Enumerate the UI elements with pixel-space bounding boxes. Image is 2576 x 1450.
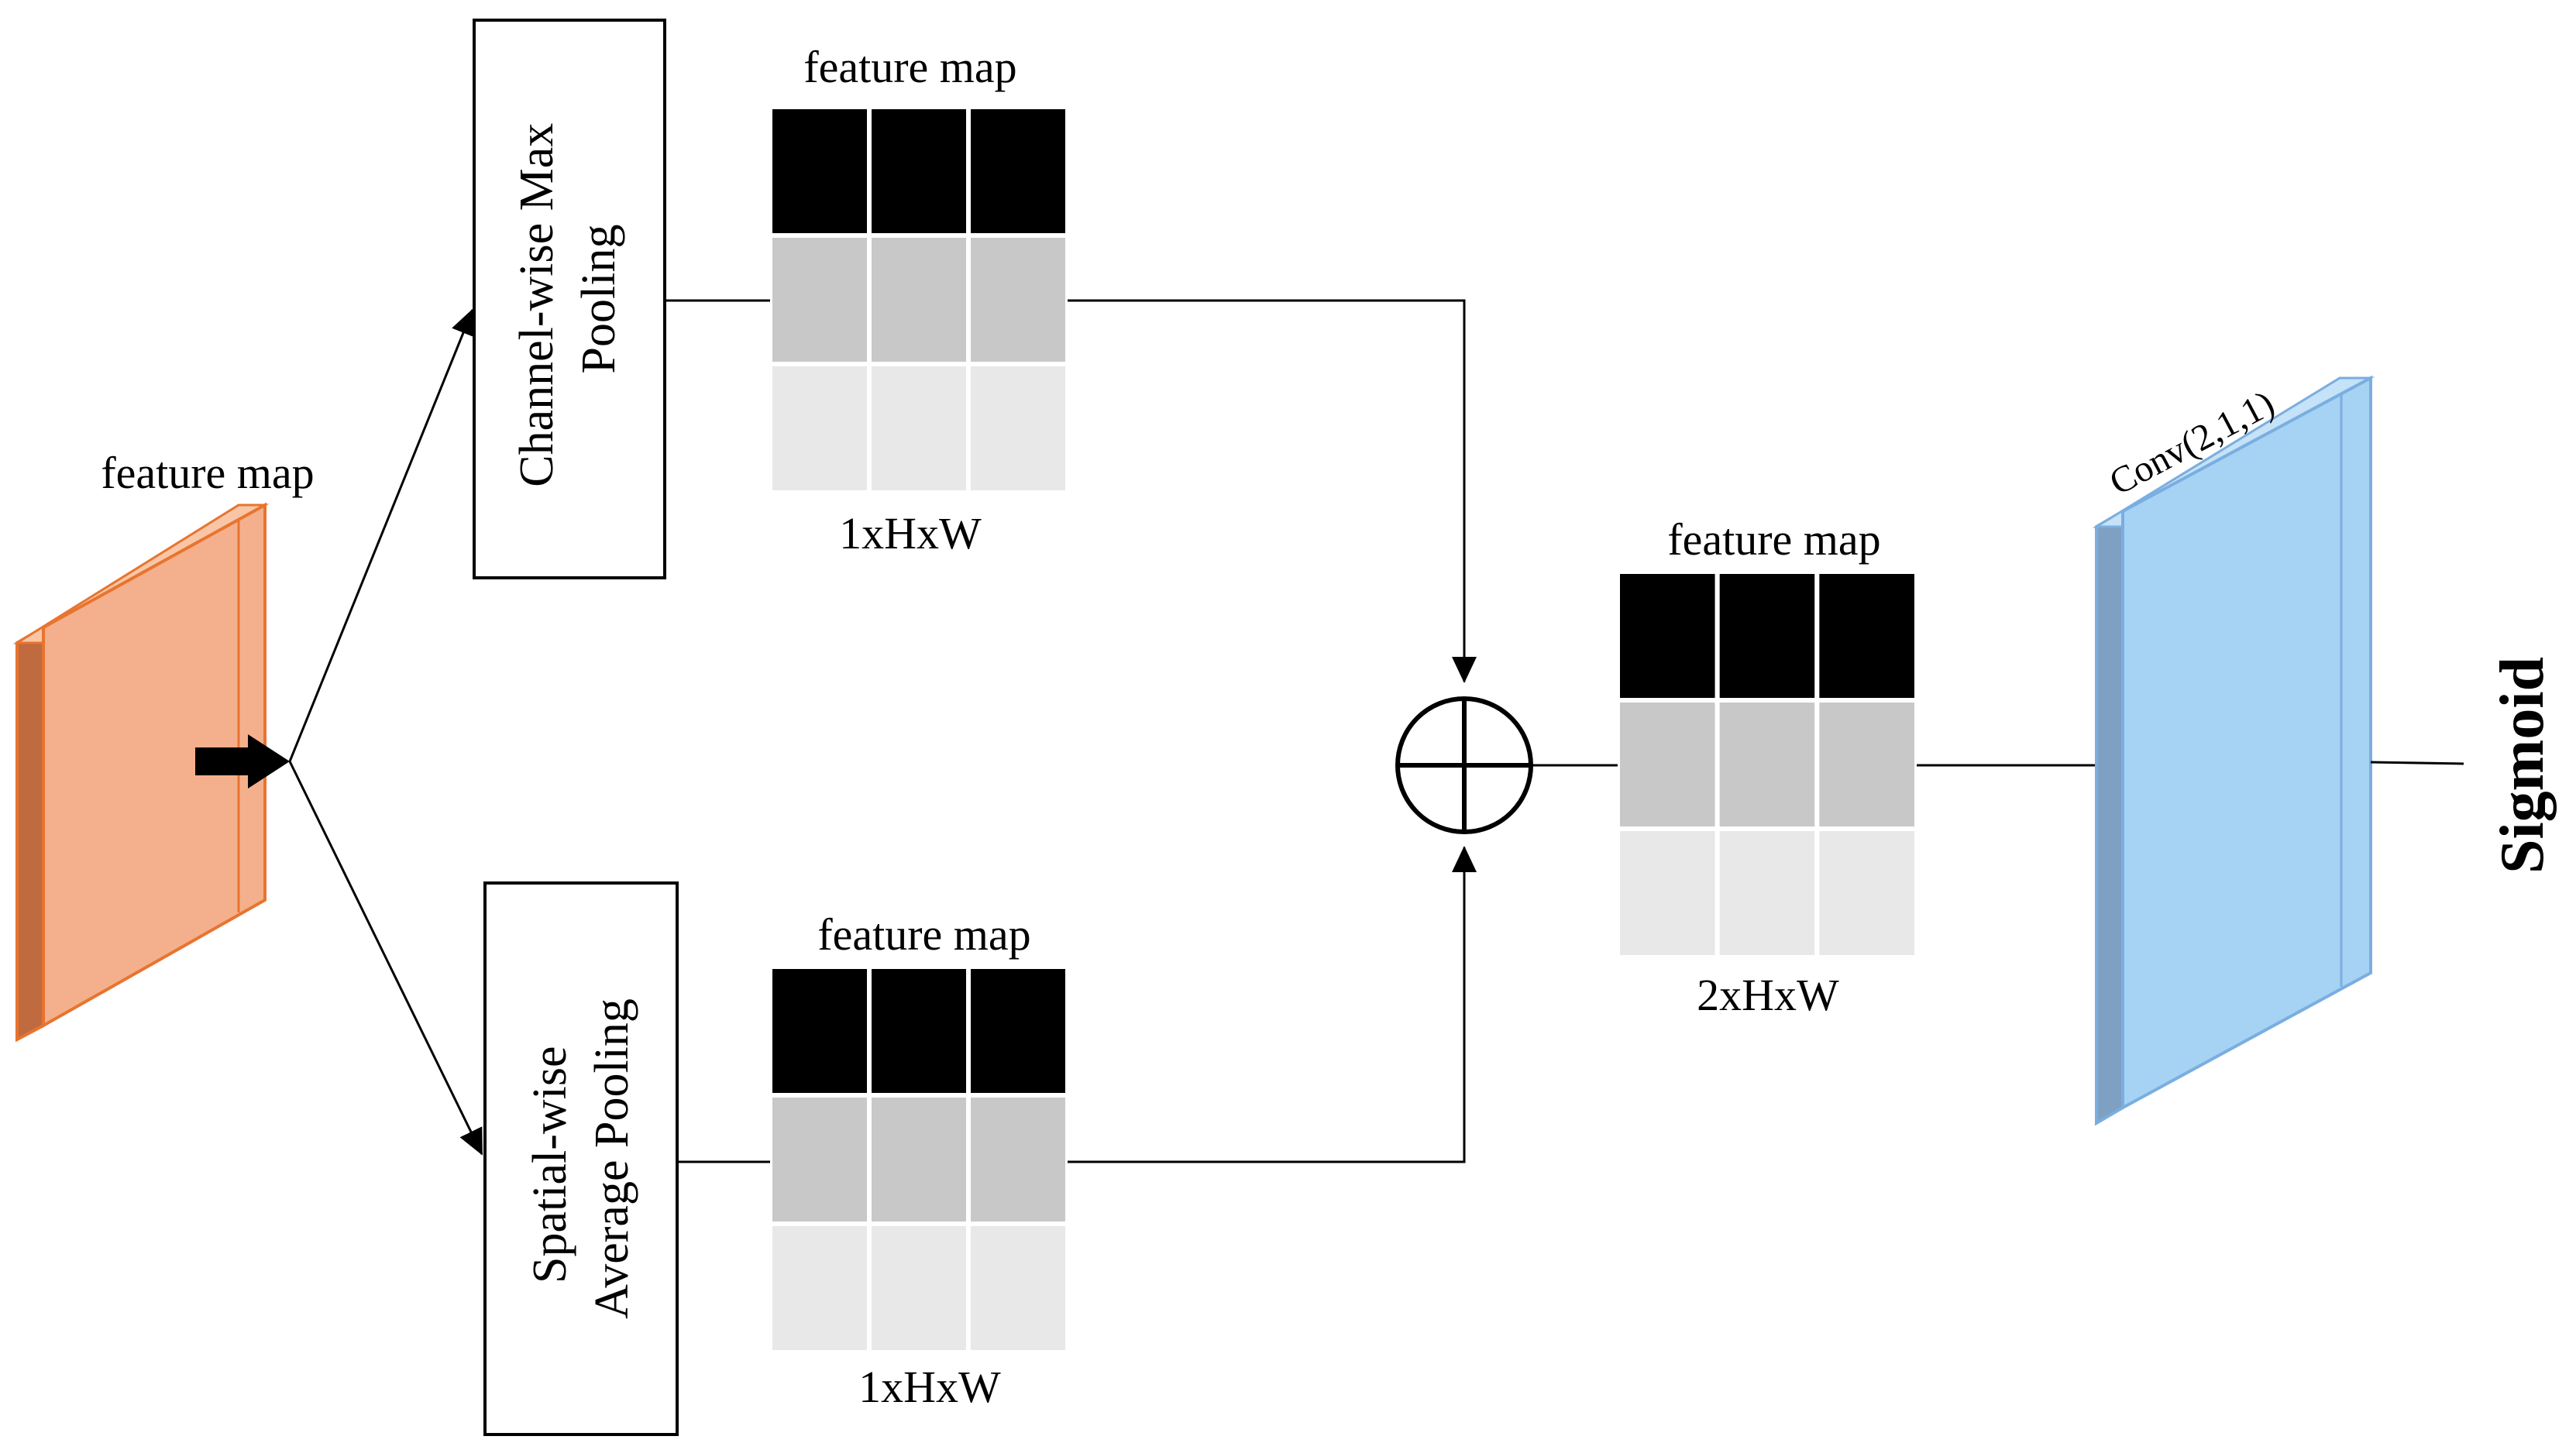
grid-cell-light — [1615, 826, 1720, 960]
grid-cell-light — [1714, 826, 1820, 960]
avg-grid-to-concat-line — [1068, 846, 1477, 1163]
max-pool-size-label: 1xHxW — [839, 508, 982, 558]
grid-cell-mid — [966, 233, 1070, 366]
grid-cell-mid — [1615, 698, 1720, 831]
grid-cell-dark — [966, 964, 1070, 1098]
avg-pool-box: Spatial-wise Average Pooling — [483, 881, 679, 1436]
avg-pool-size-label: 1xHxW — [858, 1362, 1001, 1412]
avg-pool-feature-map-label: feature map — [817, 909, 1030, 960]
grid-cell-dark — [1814, 569, 1919, 703]
conv-slab-face — [2121, 375, 2372, 1111]
grid-cell-dark — [867, 105, 971, 238]
max-pool-label: Channel-wise Max Pooling — [511, 111, 625, 487]
grid-cell-mid — [1714, 698, 1820, 831]
grid-cell-light — [867, 1222, 971, 1355]
grid-cell-mid — [966, 1093, 1070, 1226]
grid-cell-mid — [867, 1093, 971, 1226]
max-pool-box: Channel-wise Max Pooling — [473, 19, 666, 579]
grid-cell-dark — [867, 964, 971, 1098]
conv-to-sigmoid-line — [2370, 761, 2464, 765]
input-feature-map: feature map — [12, 448, 315, 1043]
branch-arrow-top — [288, 308, 475, 762]
input-feature-map-label: feature map — [101, 448, 314, 498]
grid-cell-mid — [768, 1093, 872, 1226]
concat-feature-map-label: feature map — [1667, 514, 1880, 565]
input-slab-side — [15, 624, 45, 1043]
grid-cell-dark — [1615, 569, 1720, 703]
avg-pool-label-line-2: Average Pooling — [586, 998, 638, 1319]
input-slab-face — [42, 502, 267, 1029]
conv-layer: Conv(2,1,1) — [2092, 375, 2375, 1126]
grid-cell-mid — [867, 233, 971, 366]
avg-pool-label: Spatial-wise Average Pooling — [524, 998, 638, 1319]
grid-cell-dark — [1714, 569, 1820, 703]
concat-size-label: 2xHxW — [1697, 970, 1839, 1020]
grid-cell-light — [768, 1222, 872, 1355]
circle-plus-icon — [1395, 696, 1533, 834]
branch-arrow-bottom — [288, 761, 483, 1156]
conv-slab-side — [2095, 508, 2124, 1126]
thick-arrow-right-icon — [195, 734, 290, 789]
grid-cell-light — [768, 362, 872, 495]
grid-cell-dark — [768, 105, 872, 238]
grid-cell-light — [1814, 826, 1919, 960]
max-pool-label-line-2: Pooling — [573, 225, 625, 374]
max-pool-feature-map-grid — [768, 105, 1070, 495]
grid-cell-dark — [966, 105, 1070, 238]
grid-cell-dark — [768, 964, 872, 1098]
max-pool-label-line-1: Channel-wise Max — [511, 123, 563, 487]
max-grid-to-concat-line — [1068, 299, 1477, 683]
avg-pool-label-line-1: Spatial-wise — [524, 1046, 576, 1284]
concat-feature-map-grid — [1615, 569, 1919, 960]
grid-cell-light — [966, 362, 1070, 495]
grid-cell-mid — [768, 233, 872, 366]
sigmoid-label: Sigmoid — [2488, 657, 2557, 874]
grid-cell-light — [867, 362, 971, 495]
grid-cell-mid — [1814, 698, 1919, 831]
max-pool-feature-map-label: feature map — [803, 42, 1016, 92]
grid-cell-light — [966, 1222, 1070, 1355]
avg-pool-feature-map-grid — [768, 964, 1070, 1355]
